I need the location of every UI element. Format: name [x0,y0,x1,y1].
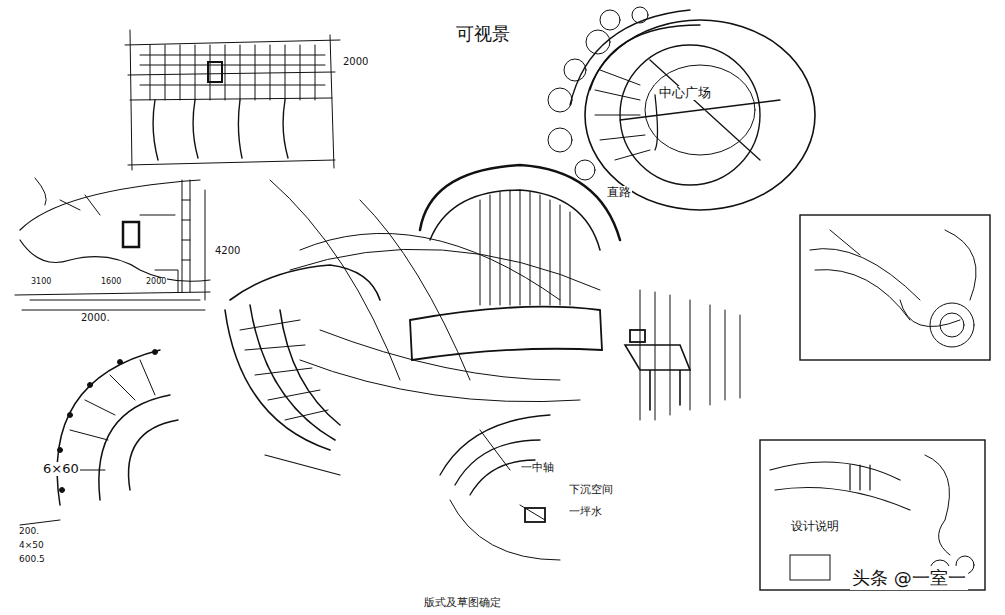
sketch-note: 下沉空间 [568,484,614,496]
circle-plan [548,7,815,210]
arc-plan [20,350,178,526]
elevation-sketch [125,30,340,170]
sketch-note: 一坪水 [568,506,603,518]
sketch-note: 4×50 [18,541,45,551]
layout-thumbnails [760,215,990,590]
sketch-note: 直路 [606,186,632,199]
caption: 版式及草图确定 [424,595,501,610]
lower-arc-sketch [440,415,560,560]
sketch-note: 3100 [30,278,52,287]
sketch-note: 6×60 [42,462,80,476]
sketch-note: 200. [18,527,40,537]
sketch-note: 1600 [100,278,122,287]
sketch-note: 600.5 [18,555,46,565]
watermark: 头条 @一室一 [850,566,968,590]
sketch-note: 设计说明 [790,520,840,533]
spiral-perspective [225,165,620,475]
sketch-note: 中心广场 [658,86,712,100]
sketch-note: 4200 [214,245,241,256]
sketch-note: 一中轴 [520,462,555,474]
sketch-note: 2000 [342,56,369,67]
sketch-note: 2000. [80,312,111,323]
sketch-note: 2000 [145,278,167,287]
interior-perspective [625,290,740,420]
section-sketch [15,178,210,310]
sketch-note: 可视景 [455,24,511,44]
